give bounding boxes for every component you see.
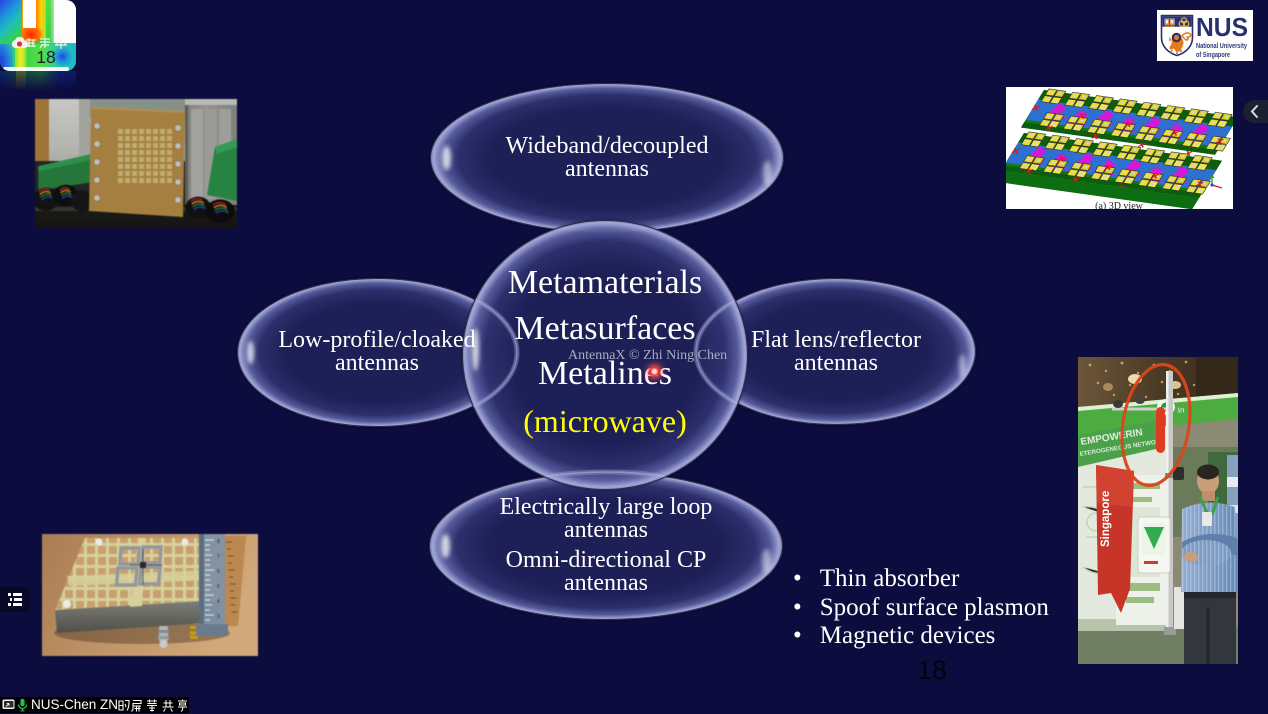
svg-text:6: 6	[217, 569, 220, 575]
svg-text:In: In	[1177, 405, 1184, 415]
svg-text:3: 3	[217, 614, 220, 620]
svg-text:(a) 3D view: (a) 3D view	[1095, 201, 1144, 209]
svg-text:NUS: NUS	[1196, 12, 1248, 42]
svg-text:National University: National University	[1196, 41, 1248, 50]
svg-text:Singapore: Singapore	[1100, 491, 1112, 547]
svg-text:4: 4	[217, 599, 220, 605]
svg-text:of Singapore: of Singapore	[1196, 50, 1230, 59]
svg-text:5: 5	[217, 584, 220, 590]
svg-text:8: 8	[217, 539, 220, 545]
svg-text:7: 7	[217, 554, 220, 560]
